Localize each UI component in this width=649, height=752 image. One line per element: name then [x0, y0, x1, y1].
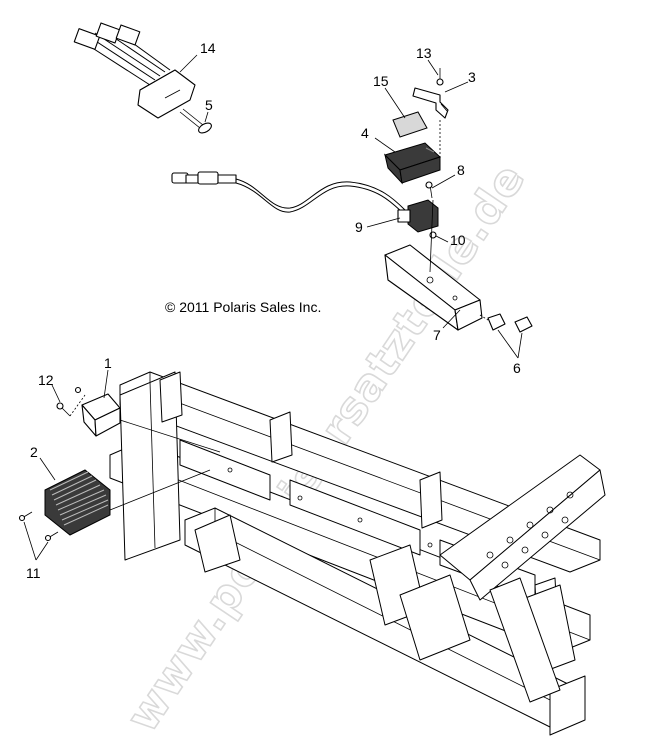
part-15-label	[392, 111, 428, 138]
part-10-nut	[429, 231, 437, 239]
callout-7: 7	[433, 327, 441, 343]
callout-13: 13	[416, 45, 432, 61]
callout-15: 15	[373, 73, 389, 89]
part-8-screw	[425, 181, 433, 199]
copyright-notice: © 2011 Polaris Sales Inc.	[165, 299, 321, 315]
callout-4: 4	[361, 125, 369, 141]
leader-lines	[23, 54, 523, 561]
part-7-mount-bracket	[384, 120, 483, 331]
part-14-relay-harness	[73, 22, 196, 119]
callout-5: 5	[205, 97, 213, 113]
part-9-connector	[397, 199, 439, 233]
callout-2: 2	[30, 444, 38, 460]
callout-10: 10	[450, 232, 466, 248]
callout-12: 12	[38, 372, 54, 388]
part-12-bolt	[56, 386, 86, 417]
callout-14: 14	[200, 40, 216, 56]
callout-9: 9	[355, 219, 363, 235]
part-1-relay	[81, 393, 221, 453]
callout-11: 11	[26, 565, 41, 581]
part-4-module	[384, 142, 441, 185]
callout-3: 3	[468, 69, 476, 85]
callout-6: 6	[513, 360, 521, 376]
part-5-push-rivet	[179, 108, 212, 134]
sensor-lead	[171, 171, 406, 214]
callout-1: 1	[104, 355, 112, 371]
part-6-fasteners	[479, 313, 533, 333]
part-13-screw	[436, 68, 444, 86]
part-3-bracket	[412, 87, 449, 119]
callout-labels: 14 5 13 3 15 4 8 9 10 7 6 1 12 2 11	[26, 40, 521, 581]
callout-8: 8	[457, 162, 465, 178]
part-2-regulator	[44, 469, 211, 536]
frame-assembly	[109, 371, 606, 736]
part-11-screws	[18, 511, 59, 542]
